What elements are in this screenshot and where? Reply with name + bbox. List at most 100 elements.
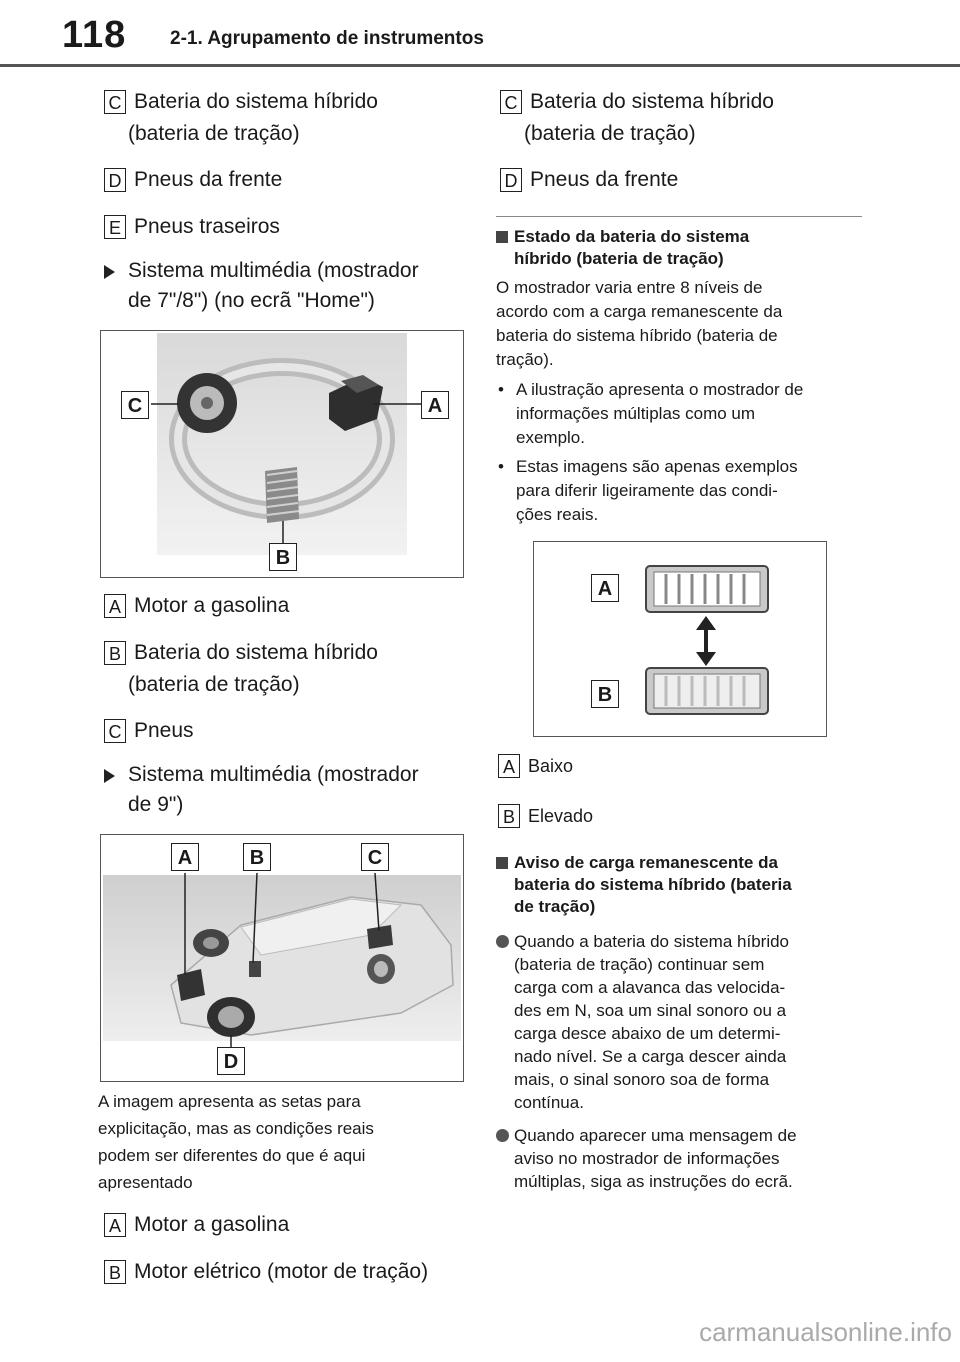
motor-icon [249,961,261,977]
note-line: A imagem apresenta as setas para [98,1092,361,1111]
battery-low-icon [645,565,769,613]
callout-badge: C [104,719,126,743]
triangle-arrow-icon [104,265,115,279]
triangle-arrow-icon [104,769,115,783]
tire-icon [177,373,237,433]
figure-battery-levels: A B [533,541,827,737]
bullet-text: informações múltiplas como um [516,404,756,423]
item-text: Bateria do sistema híbrido [134,90,378,113]
callout-badge: C [104,90,126,114]
note-line: apresentado [98,1173,193,1192]
label-c: C [361,843,389,871]
engine-icon [329,375,383,431]
bullet-text: aviso no mostrador de informações [514,1149,780,1168]
bullet-text: des em N, soa um sinal sonoro ou a [514,1001,787,1020]
square-bullet-icon [496,231,508,243]
callout-badge: A [104,1213,126,1237]
bullet-text: carga com a alavanca das velocida- [514,978,786,997]
para-line: bateria do sistema híbrido (bateria de [496,326,778,345]
callout-badge: B [104,641,126,665]
subsection-text: Sistema multimédia (mostrador [128,763,419,786]
bullet-text: Estas imagens são apenas exemplos [516,457,798,476]
para-line: O mostrador varia entre 8 níveis de [496,278,763,297]
divider [496,216,862,217]
callout-badge: B [104,1260,126,1284]
callout-badge: D [500,168,522,192]
callout-badge: B [498,804,520,828]
item-text: Bateria do sistema híbrido [530,90,774,113]
rear-wheel-icon [367,954,395,984]
battery-level-illustration [645,565,769,715]
bullet-text: para diferir ligeiramente das condi- [516,481,778,500]
callout-badge: A [498,754,520,778]
page-number: 118 [62,14,127,56]
item-text-cont: (bateria de tração) [524,122,696,145]
item-text: Motor a gasolina [134,594,290,617]
dot-bullet-icon: • [498,380,504,399]
item-text: Elevado [528,806,594,826]
spare-wheel-icon [193,929,229,957]
label-c: C [121,391,149,419]
heading-text: Aviso de carga remanescente da [514,853,778,872]
paragraph: O mostrador varia entre 8 níveis de acor… [496,276,782,372]
bullet-text: ções reais. [516,505,599,524]
bullet-text: nado nível. Se a carga descer ainda [514,1047,787,1066]
bullet-text: mais, o sinal sonoro soa de forma [514,1070,770,1089]
figure-note: A imagem apresenta as setas para explici… [98,1088,374,1196]
circle-bullet-icon [496,935,509,948]
bullet-text: carga desce abaixo de um determi- [514,1024,781,1043]
battery-icon [265,467,300,523]
para-line: tração). [496,350,554,369]
bullet-text: (bateria de tração) continuar sem [514,955,765,974]
callout-badge: A [104,594,126,618]
watermark: carmanualsonline.info [699,1317,952,1347]
square-bullet-icon [496,857,508,869]
energy-flow-illustration [151,333,421,555]
car-cutaway-illustration [103,872,461,1047]
dot-bullet-icon: • [498,457,504,476]
label-a: A [171,843,199,871]
bullet-text: Quando aparecer uma mensagem de [514,1126,797,1145]
note-line: podem ser diferentes do que é aqui [98,1146,366,1165]
subsection-text-cont: de 9") [128,793,184,816]
item-text: Pneus traseiros [134,215,280,238]
double-arrow-icon [696,616,716,666]
figure-energy-flow-7in: C A B [100,330,464,578]
heading-text-cont: de tração) [514,897,596,916]
item-text: Motor a gasolina [134,1213,290,1236]
heading-text: Estado da bateria do sistema [514,227,750,246]
section-title: 2-1. Agrupamento de instrumentos [170,28,484,49]
label-a: A [421,391,449,419]
label-b: B [243,843,271,871]
engine-icon [177,969,205,1001]
bullet-text: Quando a bateria do sistema híbrido [514,932,790,951]
figure-energy-flow-9in: A B C D [100,834,464,1082]
item-text-cont: (bateria de tração) [128,122,300,145]
front-wheel-icon [207,997,255,1037]
circle-bullet-icon [496,1129,509,1142]
callout-badge: C [500,90,522,114]
item-text: Pneus da frente [530,168,679,191]
item-text: Pneus da frente [134,168,283,191]
heading-text-cont: bateria do sistema híbrido (bateria [514,875,792,894]
label-b: B [591,680,619,708]
header-rule [0,64,960,67]
callout-badge: D [104,168,126,192]
subsection-text-cont: de 7"/8") (no ecrã "Home") [128,289,375,312]
item-text: Baixo [528,756,574,776]
callout-badge: E [104,215,126,239]
battery-icon [367,925,393,949]
note-line: explicitação, mas as condições reais [98,1119,374,1138]
item-text-cont: (bateria de tração) [128,673,300,696]
heading-text-cont: híbrido (bateria de tração) [514,249,724,268]
bullet-text: múltiplas, siga as instruções do ecrã. [514,1172,793,1191]
bullet-text: exemplo. [516,428,585,447]
battery-high-icon [645,667,769,715]
bullet-text: A ilustração apresenta o mostrador de [516,380,804,399]
item-text: Bateria do sistema híbrido [134,641,378,664]
bullet-text: contínua. [514,1093,584,1112]
item-text: Pneus [134,719,194,742]
item-text: Motor elétrico (motor de tração) [134,1260,429,1283]
label-b: B [269,543,297,571]
subsection-text: Sistema multimédia (mostrador [128,259,419,282]
